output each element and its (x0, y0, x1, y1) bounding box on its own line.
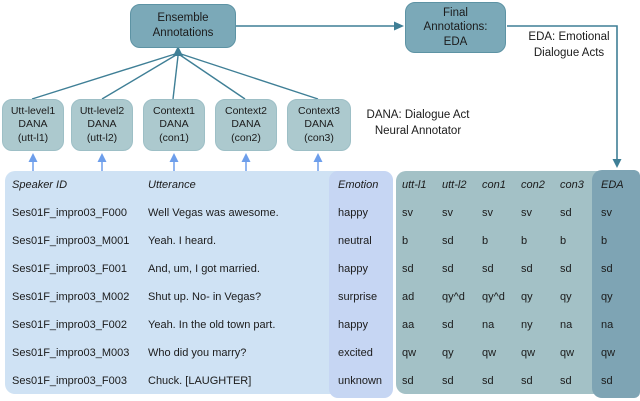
cell-con3: qw (560, 347, 575, 359)
final-annotations-box: Final Annotations: EDA (405, 2, 506, 53)
cell-emotion: excited (338, 347, 373, 359)
annotation-columns-panel (396, 171, 610, 394)
cell-con2: qw (521, 347, 536, 359)
cell-utt-l1: b (402, 235, 409, 247)
annotator-box-utt-l1: Utt-level1 DANA (utt-l1) (2, 99, 64, 151)
cell-utterance: Shut up. No- in Vegas? (148, 291, 262, 303)
cell-utt-l1: sd (402, 375, 414, 387)
cell-con3: sd (560, 375, 572, 387)
table-row: Ses01F_impro03_F001 And, um, I got marri… (0, 255, 640, 283)
cell-con2: sd (521, 375, 533, 387)
utterance-table-panel (5, 171, 393, 394)
cell-con2: b (521, 235, 528, 247)
header-utt-l1: utt-l1 (402, 179, 427, 191)
cell-speaker-id: Ses01F_impro03_F003 (12, 375, 127, 387)
right-arrowhead-icon (394, 21, 404, 31)
cell-emotion: happy (338, 263, 368, 275)
dana-abbreviation-note: DANA: Dialogue Act Neural Annotator (366, 109, 470, 137)
annotator-box-con2: Context2 DANA (con2) (215, 99, 277, 151)
annotator-box-con3: Context3 DANA (con3) (287, 99, 351, 151)
header-con2: con2 (521, 179, 545, 191)
cell-eda: sd (601, 263, 613, 275)
cell-con1: b (482, 235, 489, 247)
annotator-box-utt-l2: Utt-level2 DANA (utt-l2) (71, 99, 133, 151)
cell-utt-l2: sd (442, 375, 454, 387)
cell-speaker-id: Ses01F_impro03_F001 (12, 263, 127, 275)
table-row: Ses01F_impro03_M001 Yeah. I heard. neutr… (0, 227, 640, 255)
header-con1: con1 (482, 179, 506, 191)
cell-utt-l1: sd (402, 263, 414, 275)
cell-eda: qw (601, 347, 616, 359)
eda-column-panel (592, 170, 640, 398)
cell-utterance: And, um, I got married. (148, 263, 260, 275)
header-emotion: Emotion (338, 179, 379, 191)
header-utt-l2: utt-l2 (442, 179, 467, 191)
cell-utt-l1: aa (402, 319, 415, 331)
cell-utterance: Chuck. [LAUGHTER] (148, 375, 252, 387)
header-con3: con3 (560, 179, 584, 191)
cell-utt-l2: sd (442, 319, 454, 331)
cell-con1: sd (482, 263, 494, 275)
table-row: Ses01F_impro03_F002 Yeah. In the old tow… (0, 311, 640, 339)
cell-utterance: Well Vegas was awesome. (148, 207, 279, 219)
cell-con3: b (560, 235, 567, 247)
table-row: Ses01F_impro03_M003 Who did you marry? e… (0, 339, 640, 367)
cell-con1: na (482, 319, 495, 331)
cell-emotion: surprise (338, 291, 378, 303)
cell-eda: sd (601, 375, 613, 387)
cell-con1: qy^d (482, 291, 505, 303)
emotion-column-panel (329, 171, 393, 398)
cell-con3: na (560, 319, 573, 331)
ensemble-fan-lines (31, 53, 319, 100)
cell-utt-l1: qw (402, 347, 417, 359)
cell-con2: qy (521, 291, 533, 303)
blue-up-arrowheads (28, 153, 323, 162)
cell-utt-l2: qy^d (442, 291, 465, 303)
cell-speaker-id: Ses01F_impro03_M002 (12, 291, 130, 303)
cell-utt-l1: ad (402, 291, 415, 303)
table-header-row: Speaker ID Utterance Emotion utt-l1 utt-… (0, 171, 640, 199)
header-speaker-id: Speaker ID (12, 179, 68, 191)
cell-con1: sv (482, 207, 493, 219)
header-eda: EDA (601, 179, 624, 191)
cell-eda: b (601, 235, 608, 247)
cell-emotion: unknown (338, 375, 383, 387)
cell-utt-l2: qy (442, 347, 454, 359)
annotator-box-con1: Context1 DANA (con1) (143, 99, 205, 151)
cell-eda: na (601, 319, 614, 331)
cell-emotion: neutral (338, 235, 372, 247)
cell-utt-l2: sv (442, 207, 453, 219)
eda-abbreviation-note: EDA: Emotional Dialogue Acts (528, 31, 610, 59)
cell-speaker-id: Ses01F_impro03_M001 (12, 235, 130, 247)
table-row: Ses01F_impro03_F000 Well Vegas was aweso… (0, 199, 640, 227)
cell-con3: qy (560, 291, 572, 303)
ensemble-annotations-box: Ensemble Annotations (130, 4, 236, 48)
cell-con1: qw (482, 347, 497, 359)
cell-con2: sd (521, 263, 533, 275)
cell-speaker-id: Ses01F_impro03_M003 (12, 347, 130, 359)
cell-emotion: happy (338, 319, 368, 331)
header-utterance: Utterance (148, 179, 196, 191)
down-arrowhead-icon (612, 159, 622, 168)
cell-speaker-id: Ses01F_impro03_F002 (12, 319, 127, 331)
cell-con1: sd (482, 375, 494, 387)
cell-con3: sd (560, 263, 572, 275)
cell-con2: ny (521, 319, 533, 331)
cell-eda: sv (601, 207, 612, 219)
table-row: Ses01F_impro03_F003 Chuck. [LAUGHTER] un… (0, 367, 640, 395)
cell-emotion: happy (338, 207, 368, 219)
cell-utterance: Who did you marry? (148, 347, 247, 359)
cell-con2: sv (521, 207, 532, 219)
cell-utterance: Yeah. In the old town part. (148, 319, 276, 331)
cell-utt-l2: sd (442, 235, 454, 247)
cell-speaker-id: Ses01F_impro03_F000 (12, 207, 127, 219)
cell-con3: sd (560, 207, 572, 219)
table-row: Ses01F_impro03_M002 Shut up. No- in Vega… (0, 283, 640, 311)
cell-eda: qy (601, 291, 613, 303)
cell-utt-l1: sv (402, 207, 413, 219)
cell-utterance: Yeah. I heard. (148, 235, 217, 247)
cell-utt-l2: sd (442, 263, 454, 275)
